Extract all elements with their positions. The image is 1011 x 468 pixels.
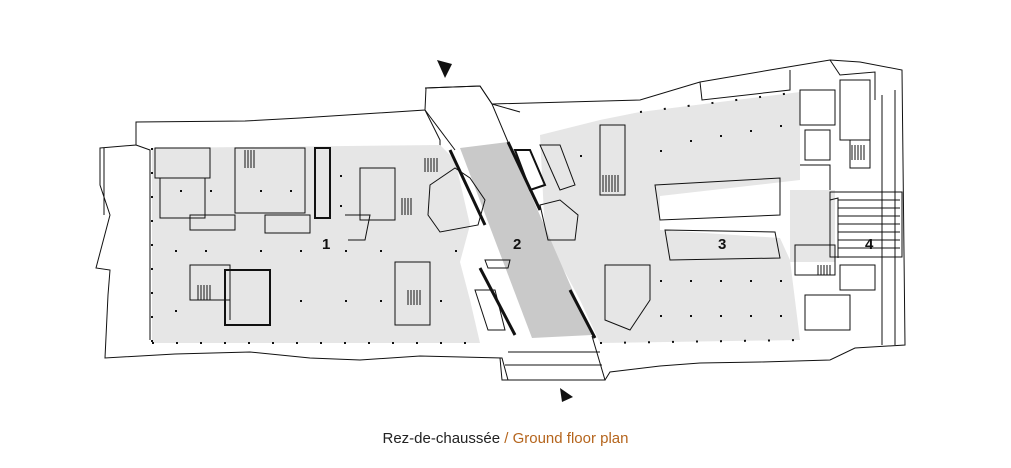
north-arrow-icon — [437, 60, 452, 78]
floor-edges — [151, 91, 801, 344]
zone-label-2: 2 — [513, 236, 521, 253]
entrance-bands — [424, 85, 606, 381]
stairs-left — [197, 150, 438, 305]
zone-label-3: 3 — [718, 236, 726, 253]
caption-separator: / — [500, 430, 513, 447]
right-wing-partitions — [599, 79, 876, 331]
atrium-zone — [460, 142, 592, 338]
zone-label-1: 1 — [322, 236, 330, 253]
ground-floor-plan: 1 2 3 4 — [95, 59, 906, 402]
zone-label-4: 4 — [865, 236, 874, 253]
auditorium-zone — [829, 191, 903, 258]
caption-french: Rez-de-chaussée — [382, 430, 501, 447]
plan-caption: Rez-de-chaussée / Ground floor plan — [0, 430, 1011, 447]
structural-columns — [175, 125, 782, 317]
caption-english: Ground floor plan — [512, 430, 629, 447]
stairs-right — [602, 145, 865, 275]
atrium-structures — [427, 144, 579, 331]
left-wing-partitions — [154, 147, 431, 326]
south-arrow-icon — [560, 388, 573, 402]
